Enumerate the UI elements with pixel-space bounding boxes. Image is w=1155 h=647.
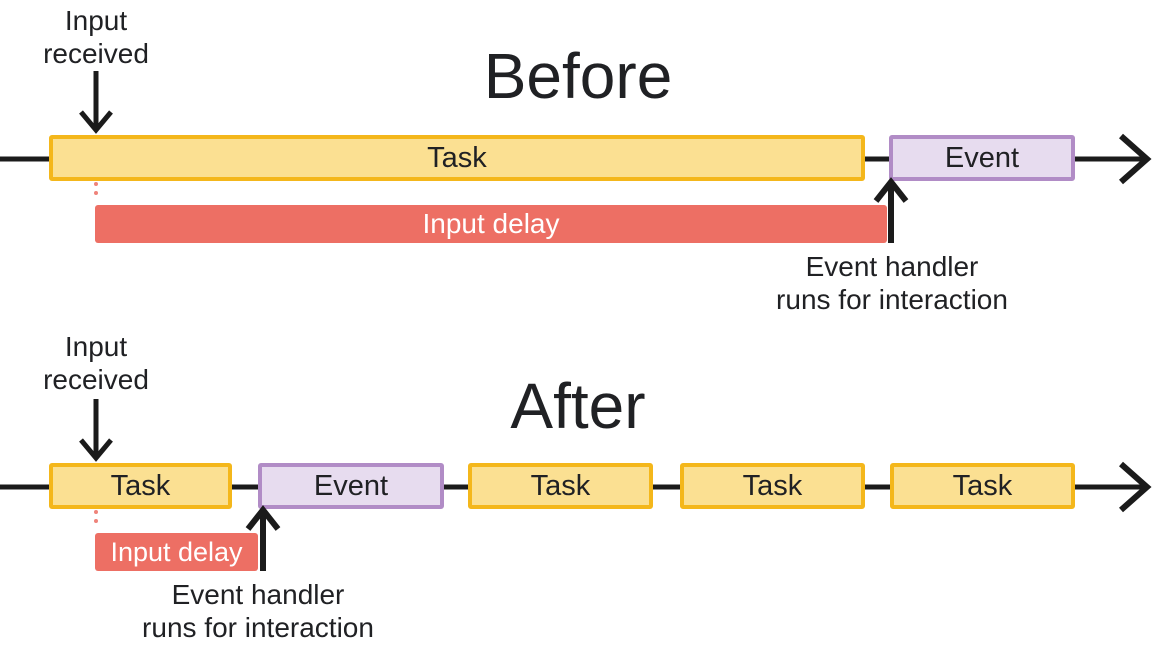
input-delay-connector-icon [94,510,98,532]
timeline-arrow-icon [1119,461,1152,513]
task-bar-label: Task [530,469,591,502]
event-handler-label: Event handler runs for interaction [776,251,1008,315]
event-handler-arrow-icon [873,177,909,243]
section-title: After [510,370,646,442]
task-bar: Task [468,463,653,509]
event-box: Event [889,135,1075,181]
event-box: Event [258,463,444,509]
input-delay-bar: Input delay [95,533,258,571]
input-delay-bar: Input delay [95,205,887,243]
task-bar-label: Task [952,469,1013,502]
task-bar: Task [49,463,232,509]
task-bar-label: Task [110,469,171,502]
input-delay-connector-icon [94,182,98,204]
input-received-arrow-icon [79,399,113,462]
task-bar: Task [680,463,865,509]
input-received-label: Input received [43,5,149,69]
section-title: Before [483,40,673,112]
event-box-label: Event [944,141,1020,174]
task-bar-label: Task [427,141,487,174]
input-delay-label: Input delay [110,536,243,567]
event-handler-label: Event handler runs for interaction [142,579,374,643]
input-received-arrow-icon [79,71,113,134]
timeline-arrow-icon [1119,133,1152,185]
task-bar: Task [49,135,865,181]
task-bar: Task [890,463,1075,509]
input-delay-label: Input delay [422,208,560,239]
task-bar-label: Task [742,469,803,502]
input-received-label: Input received [43,331,149,395]
event-box-label: Event [313,469,389,502]
event-handler-arrow-icon [245,505,281,571]
